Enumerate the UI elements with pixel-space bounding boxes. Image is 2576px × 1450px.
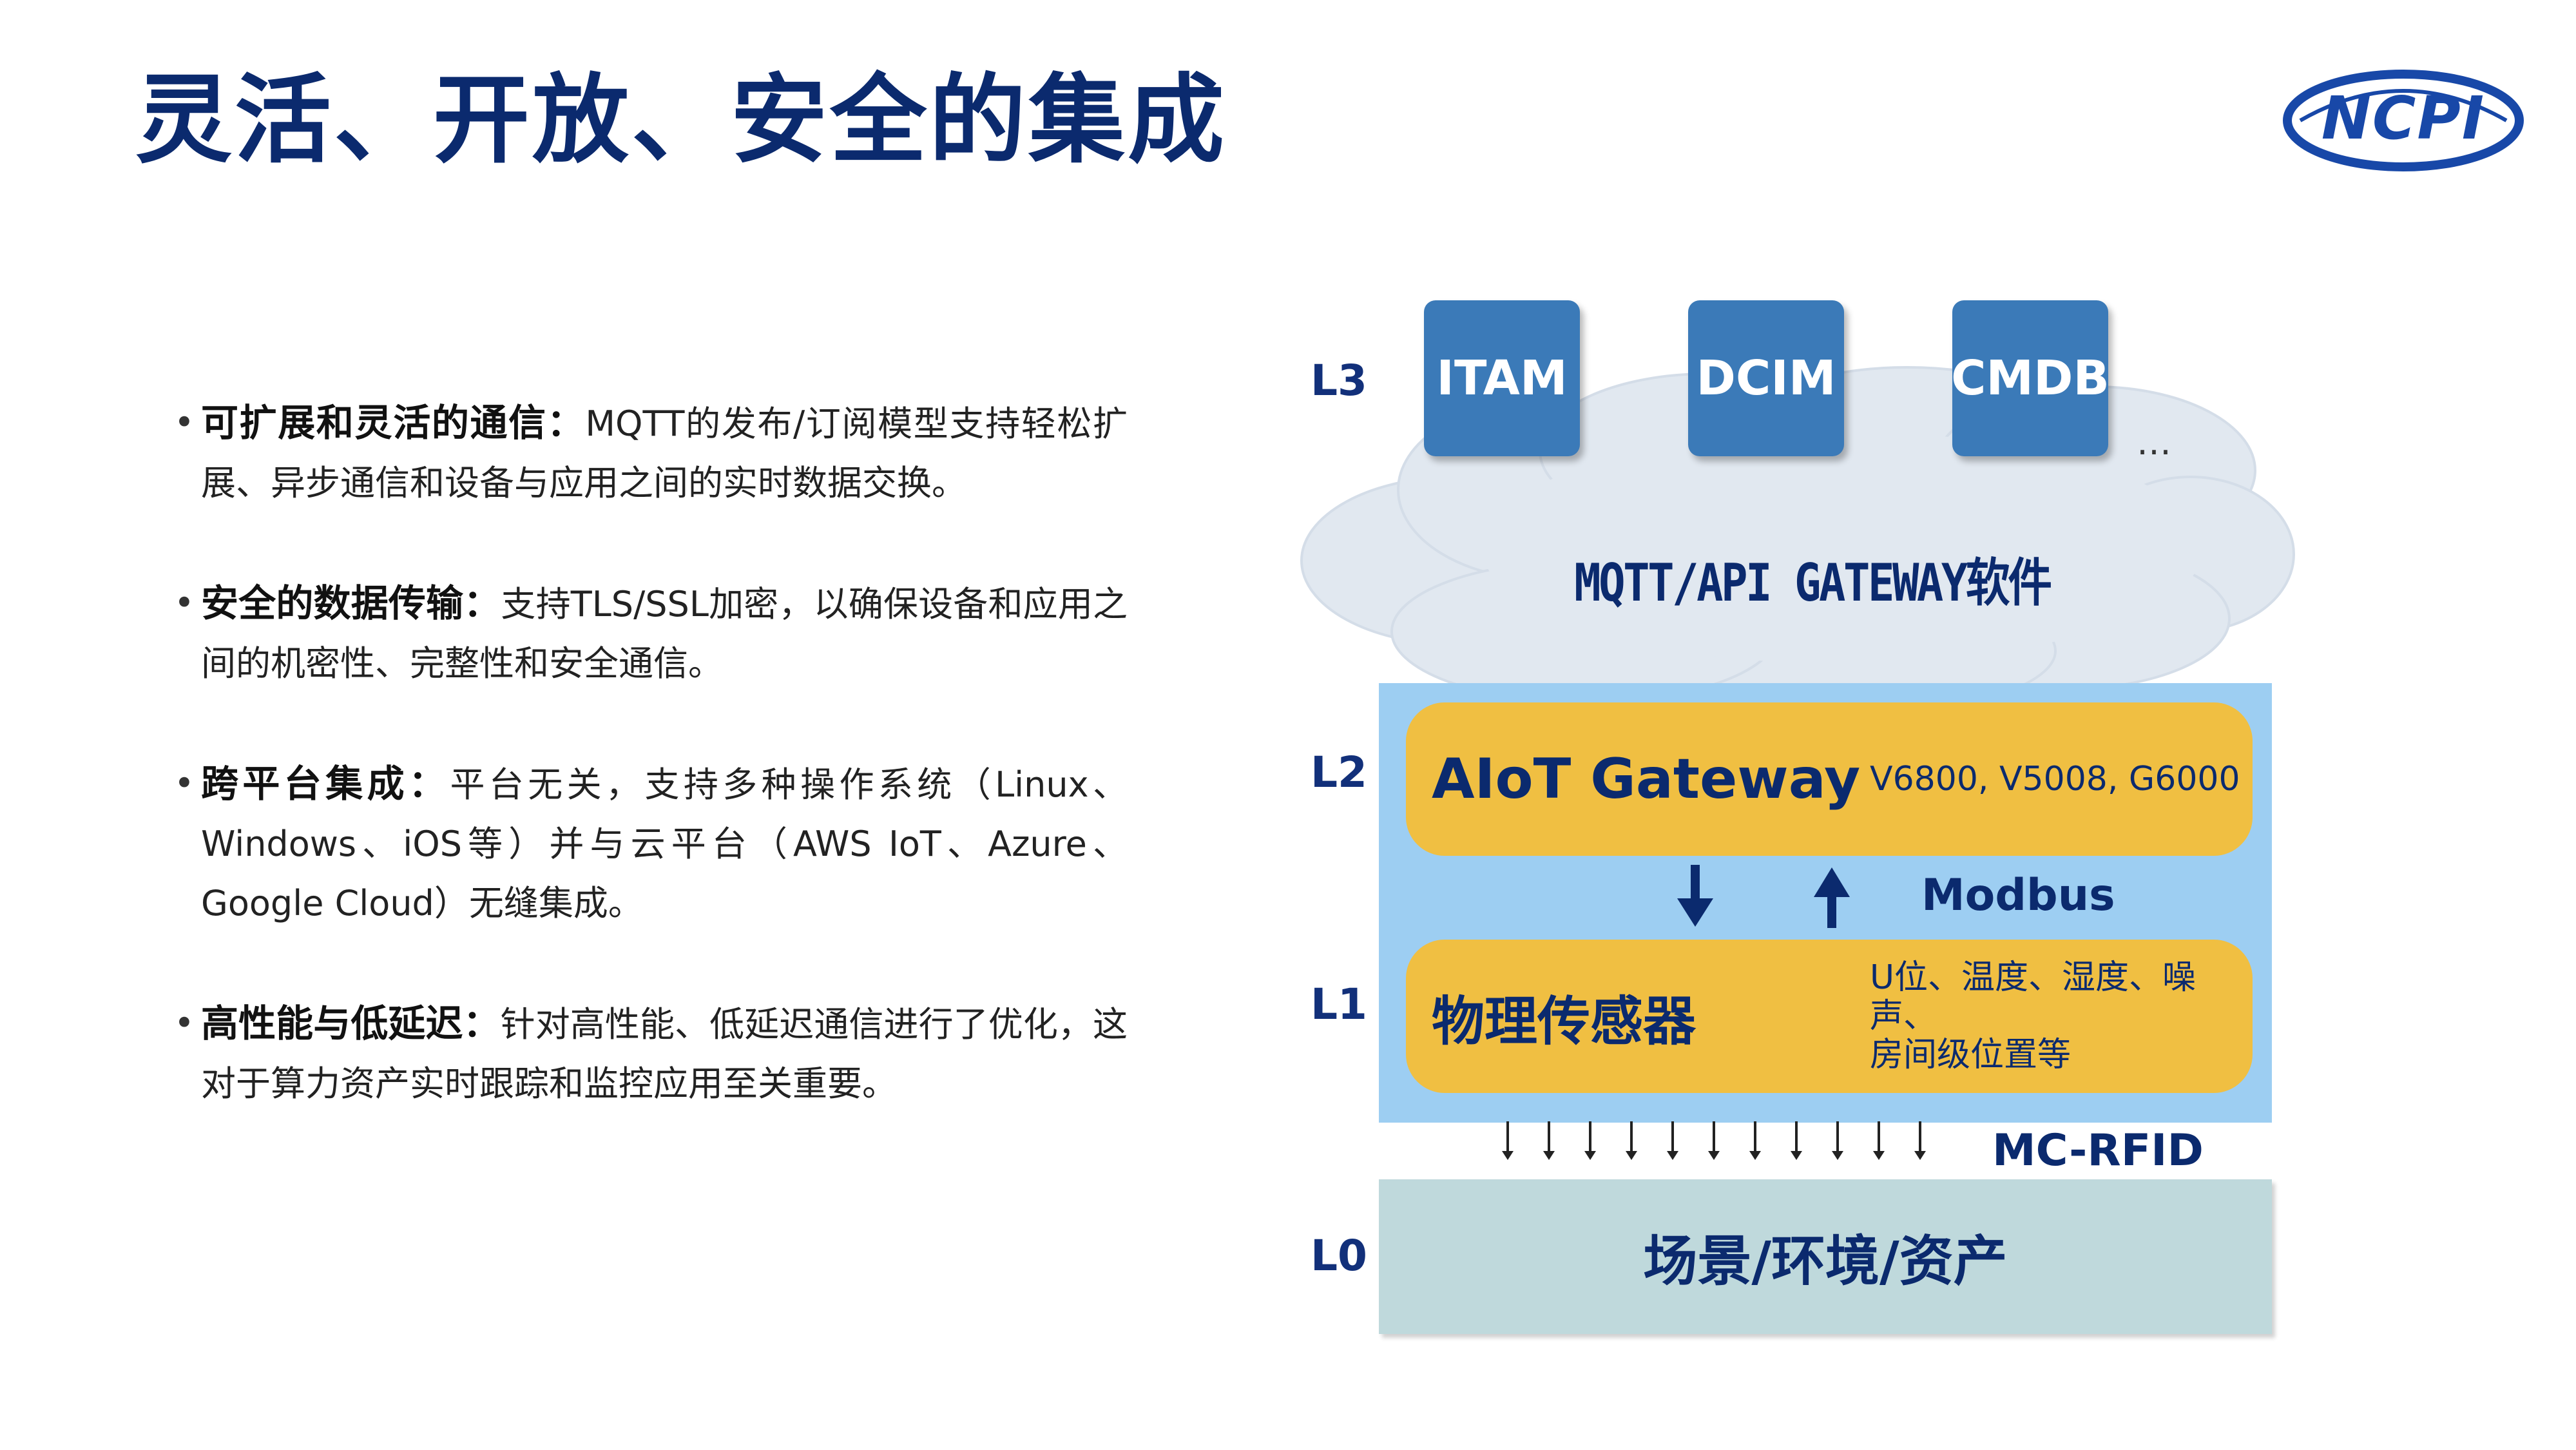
physical-sensors-title: 物理传感器	[1432, 991, 1697, 1052]
rfid-arrow	[1584, 1121, 1596, 1160]
physical-sensors-box: 物理传感器 U位、温度、湿度、噪声、 房间级位置等	[1406, 940, 2253, 1093]
aiot-gateway-title: AIoT Gateway	[1432, 747, 1861, 811]
rfid-label: MC-RFID	[1992, 1125, 2204, 1176]
rfid-arrow	[1543, 1121, 1555, 1160]
feature-text: 支持TLS/SSL加密，以确保设备和应用之间的机密性、完整性和安全通信。	[201, 584, 1128, 684]
rfid-arrow	[1832, 1121, 1843, 1160]
logo-text: NCPI	[2321, 84, 2485, 153]
feature-text: 平台无关，支持多种操作系统（Linux、Windows、iOS等）并与云平台（A…	[201, 764, 1128, 923]
feature-item-security: •安全的数据传输：支持TLS/SSL加密，以确保设备和应用之间的机密性、完整性和…	[174, 574, 1128, 693]
level-label-l1: L1	[1311, 980, 1367, 1029]
gateway-software-label: MQTT/API GATEWAY软件	[1574, 553, 2052, 613]
bullet-dot: •	[174, 763, 195, 804]
feature-list: •可扩展和灵活的通信：MQTT的发布/订阅模型支持轻松扩展、异步通信和设备与应用…	[174, 393, 1128, 1174]
feature-item-cross-platform: •跨平台集成：平台无关，支持多种操作系统（Linux、Windows、iOS等）…	[174, 754, 1128, 933]
rfid-arrow	[1626, 1121, 1637, 1160]
page-title: 灵活、开放、安全的集成	[135, 64, 1227, 177]
more-apps-ellipsis: …	[2137, 422, 2173, 463]
app-box-itam: ITAM	[1424, 300, 1580, 456]
level-label-l0: L0	[1311, 1231, 1367, 1281]
rfid-arrow	[1502, 1121, 1514, 1160]
sensor-types-line2: 房间级位置等	[1870, 1036, 2071, 1074]
feature-heading: 高性能与低延迟：	[201, 1001, 501, 1045]
rfid-arrow	[1708, 1121, 1720, 1160]
rfid-arrow	[1791, 1121, 1802, 1160]
ncpi-logo: NCPI	[2283, 70, 2524, 171]
rfid-arrow	[1873, 1121, 1885, 1160]
feature-item-scalable: •可扩展和灵活的通信：MQTT的发布/订阅模型支持轻松扩展、异步通信和设备与应用…	[174, 393, 1128, 513]
aiot-gateway-box: AIoT Gateway V6800, V5008, G6000	[1406, 702, 2253, 856]
modbus-label: Modbus	[1921, 870, 2115, 921]
rfid-arrow	[1667, 1121, 1678, 1160]
bullet-dot: •	[174, 583, 195, 623]
app-box-dcim: DCIM	[1688, 300, 1844, 456]
level-label-l2: L2	[1311, 748, 1367, 797]
feature-heading: 安全的数据传输：	[201, 581, 501, 625]
sensor-types-line1: U位、温度、湿度、噪声、	[1870, 958, 2196, 1036]
scene-environment-asset-box: 场景/环境/资产	[1379, 1179, 2272, 1334]
level-label-l3: L3	[1311, 356, 1367, 405]
bullet-dot: •	[174, 1003, 195, 1043]
rfid-arrow	[1749, 1121, 1761, 1160]
bullet-dot: •	[174, 402, 195, 443]
sensor-types: U位、温度、湿度、噪声、 房间级位置等	[1870, 940, 2253, 1093]
feature-text: 针对高性能、低延迟通信进行了优化，这对于算力资产实时跟踪和监控应用至关重要。	[201, 1004, 1128, 1104]
aiot-gateway-models: V6800, V5008, G6000	[1870, 760, 2240, 798]
feature-item-performance: •高性能与低延迟：针对高性能、低延迟通信进行了优化，这对于算力资产实时跟踪和监控…	[174, 994, 1128, 1114]
feature-heading: 可扩展和灵活的通信：	[201, 401, 586, 445]
feature-heading: 跨平台集成：	[201, 762, 450, 806]
rfid-arrow	[1914, 1121, 1926, 1160]
feature-text: MQTT的发布/订阅模型支持轻松扩展、异步通信和设备与应用之间的实时数据交换。	[201, 403, 1128, 503]
app-box-cmdb: CMDB	[1951, 300, 2110, 456]
